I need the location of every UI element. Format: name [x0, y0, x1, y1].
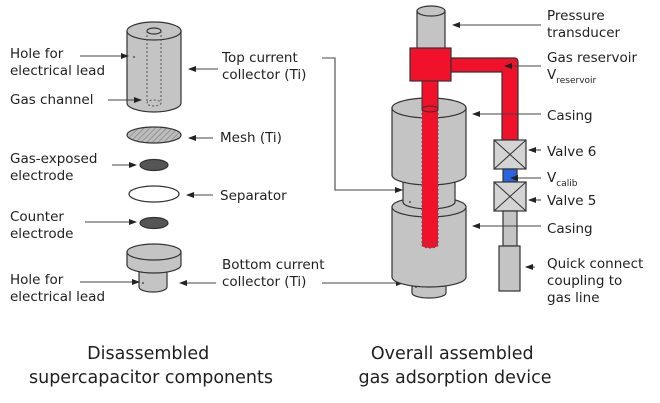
- calibration-volume: [502, 168, 518, 183]
- label-vcalib: Vcalib: [547, 170, 578, 189]
- counter-electrode-disc: [139, 216, 169, 230]
- label-gas-channel: Gas channel: [10, 92, 93, 108]
- label-pressure: Pressure transducer: [547, 8, 621, 41]
- label-quick-connect: Quick connect coupling to gas line: [547, 256, 648, 306]
- label-reservoir: Gas reservoir Vreservoir: [547, 50, 641, 86]
- reservoir-block: [409, 47, 452, 82]
- valve-6: [493, 139, 527, 170]
- label-top-collector: Top current collector (Ti): [221, 50, 306, 83]
- gas-exposed-electrode-disc: [139, 158, 169, 172]
- label-valve5: Valve 5: [547, 193, 596, 209]
- mesh-disc: [126, 126, 182, 144]
- label-valve6: Valve 6: [547, 144, 596, 160]
- label-mesh: Mesh (Ti): [220, 130, 282, 146]
- label-casing-bottom: Casing: [547, 221, 593, 237]
- label-bottom-collector: Bottom current collector (Ti): [222, 257, 329, 290]
- bottom-current-collector: [126, 243, 182, 293]
- caption-right: Overall assembled gas adsorption device: [358, 344, 551, 388]
- label-counter: Counter electrode: [10, 209, 73, 242]
- gas-channel-internal: [421, 80, 439, 249]
- label-casing-top: Casing: [547, 108, 593, 124]
- separator-disc: [128, 185, 180, 203]
- label-hole-bottom: Hole for electrical lead: [10, 272, 105, 305]
- label-separator: Separator: [220, 188, 287, 204]
- label-hole-top: Hole for electrical lead: [10, 46, 105, 79]
- lower-tube: [502, 210, 518, 247]
- caption-left: Disassembled supercapacitor components: [29, 344, 273, 388]
- valve-5: [493, 181, 527, 212]
- top-current-collector: [126, 21, 182, 113]
- label-gas-exposed: Gas-exposed electrode: [10, 151, 102, 184]
- leader-top-collector-to-device: [322, 57, 403, 193]
- quick-connect-coupling: [498, 245, 521, 292]
